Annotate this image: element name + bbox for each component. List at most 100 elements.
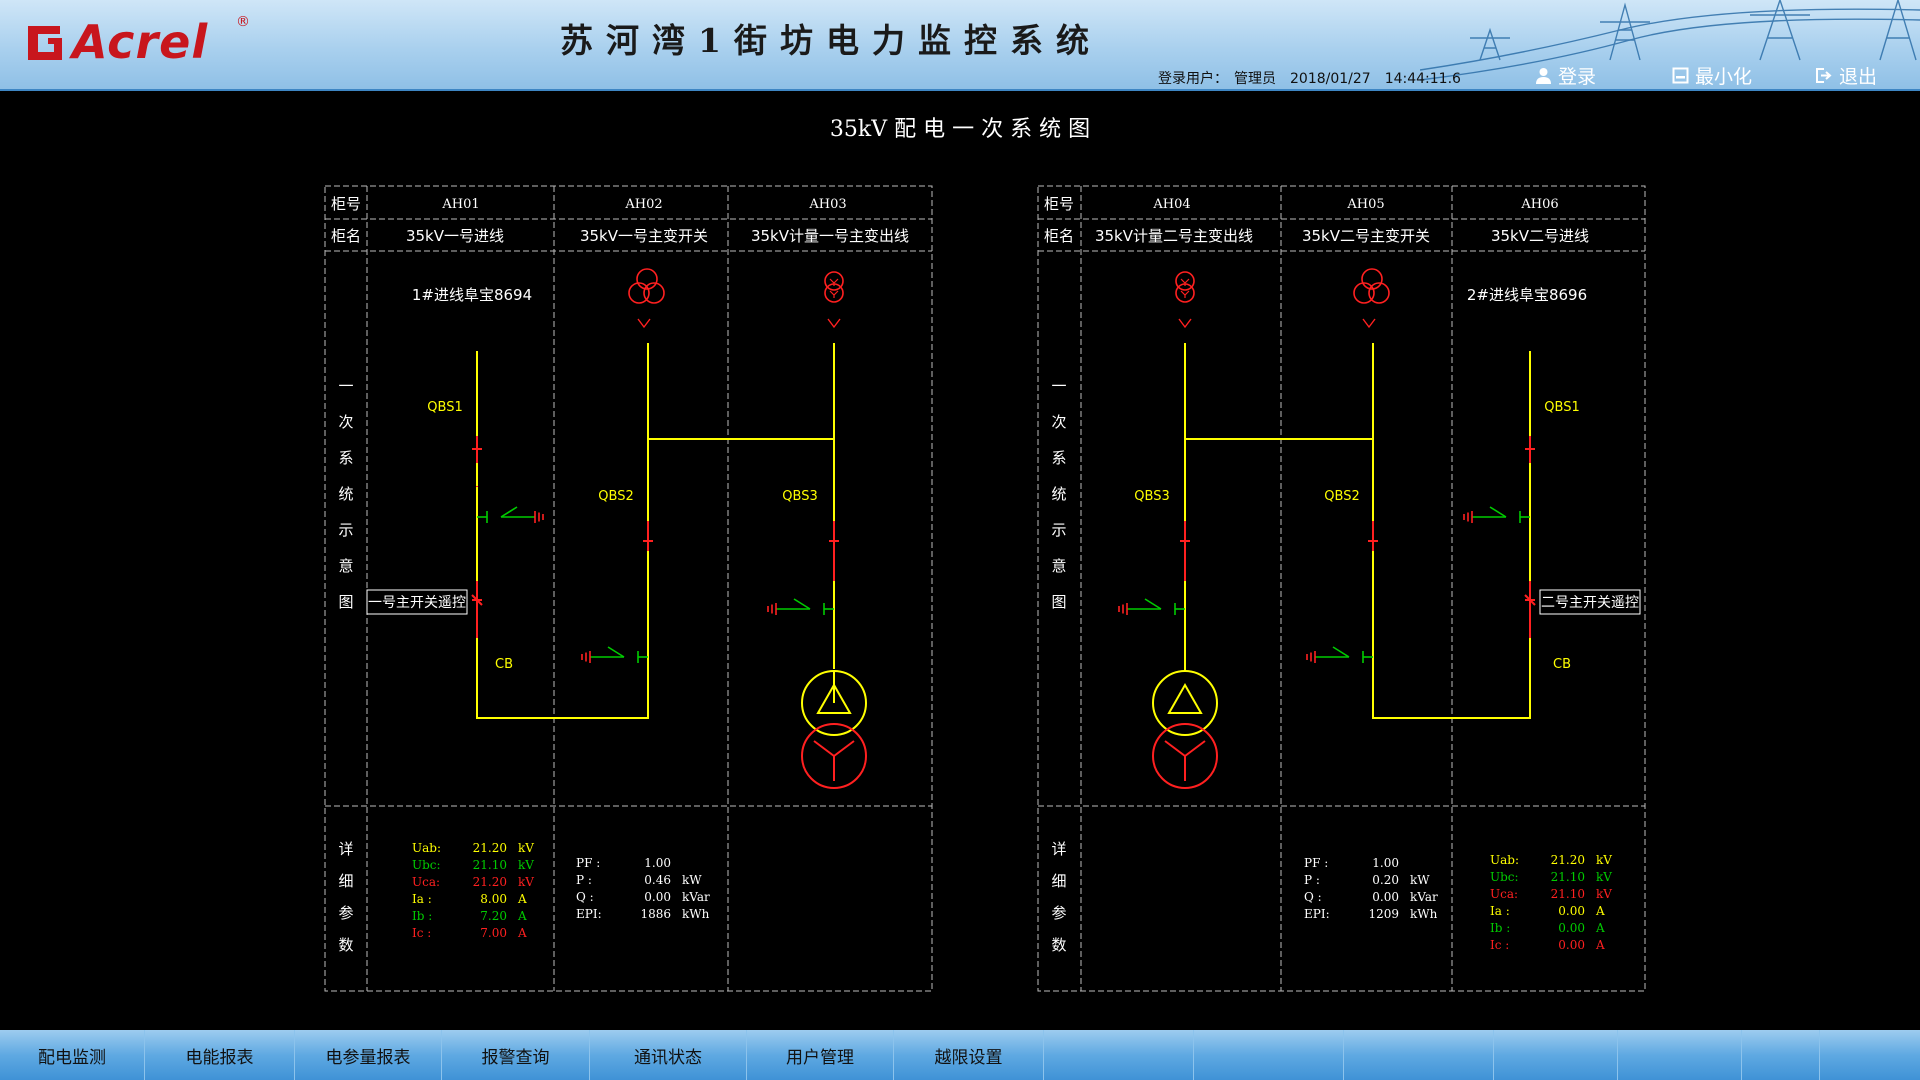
left-param-a-value-4: 7.20	[480, 909, 507, 923]
right-param-b-unit-1: kW	[1410, 873, 1430, 887]
left-param-a-value-1: 21.10	[473, 858, 507, 872]
right-param-a-label-2: Uca:	[1490, 887, 1518, 901]
bottom-nav: 配电监测电能报表电参量报表报警查询通讯状态用户管理越限设置	[0, 1030, 1920, 1080]
incoming-line-label-left: 1#进线阜宝8694	[412, 286, 532, 304]
right-param-a-unit-0: kV	[1596, 853, 1612, 867]
right-param-a-unit-2: kV	[1596, 887, 1612, 901]
left-busbar	[476, 343, 835, 719]
left-param-b-label-1: P :	[576, 873, 592, 887]
right-param-a-label-4: Ib :	[1490, 921, 1510, 935]
nav-item-1[interactable]: 配电监测	[0, 1030, 145, 1080]
cabinet-name-ah04: 35kV计量二号主变出线	[1095, 227, 1253, 245]
cabinet-name-ah06: 35kV二号进线	[1491, 227, 1589, 245]
right-param-b-label-3: EPI:	[1304, 907, 1330, 921]
single-line-diagram: 35kV 配 电 一 次 系 统 图 柜号 柜名 一次系统示意图 详细参数 AH…	[324, 117, 1646, 992]
right-pt-ah05	[1353, 268, 1390, 328]
left-param-b-label-3: EPI:	[576, 907, 602, 921]
left-param-b-unit-3: kWh	[682, 907, 710, 921]
right-param-b-label-1: P :	[1304, 873, 1320, 887]
minimize-button[interactable]: 最小化	[1672, 64, 1752, 88]
left-param-a-unit-0: kV	[518, 841, 534, 855]
nav-item-3[interactable]: 电参量报表	[295, 1030, 442, 1080]
remote-control-button-1[interactable]: 一号主开关遥控	[366, 589, 468, 615]
exit-button[interactable]: 退出	[1815, 64, 1878, 88]
left-panel	[324, 185, 933, 992]
left-param-b-label-2: Q :	[576, 890, 594, 904]
cabinet-no-ah05: AH05	[1346, 197, 1384, 212]
nav-item-empty-9	[1194, 1030, 1344, 1080]
right-param-a-value-4: 0.00	[1558, 921, 1585, 935]
minimize-icon	[1672, 67, 1689, 83]
remote-control-label-1: 一号主开关遥控	[368, 595, 466, 611]
right-param-b-unit-2: kVar	[1410, 890, 1438, 904]
right-panel	[1037, 185, 1646, 992]
right-row-label-cabinet-no: 柜号	[1044, 195, 1074, 213]
right-breakers	[1180, 436, 1536, 638]
left-param-a-value-3: 8.00	[480, 892, 507, 906]
left-param-a-label-4: Ib :	[412, 909, 432, 923]
left-param-b-value-3: 1886	[640, 907, 671, 921]
right-main-transformer	[1152, 670, 1218, 789]
left-earth-switch-2	[581, 646, 649, 664]
left-param-a-value-2: 21.20	[473, 875, 507, 889]
cabinet-name-ah05: 35kV二号主变开关	[1302, 227, 1430, 245]
nav-item-empty-8	[1044, 1030, 1194, 1080]
left-param-a-unit-2: kV	[518, 875, 534, 889]
left-param-a-unit-5: A	[517, 926, 527, 940]
left-pt-ah03	[824, 271, 844, 328]
right-pt-ah04	[1175, 271, 1195, 328]
cabinet-no-ah04: AH04	[1152, 197, 1190, 212]
right-row-label-schematic: 一次系统示意图	[1051, 377, 1066, 611]
switch-label-cb-left: CB	[495, 657, 513, 672]
nav-item-7[interactable]: 越限设置	[894, 1030, 1044, 1080]
login-user-label: 登录用户：	[1158, 71, 1228, 87]
left-param-a-unit-1: kV	[518, 858, 534, 872]
system-title: 苏河湾1街坊电力监控系统	[560, 21, 1102, 60]
right-param-a-unit-3: A	[1595, 904, 1605, 918]
nav-item-empty-13	[1742, 1030, 1820, 1080]
left-param-a-value-5: 7.00	[480, 926, 507, 940]
nav-item-6[interactable]: 用户管理	[747, 1030, 894, 1080]
switch-label-qbs3-right: QBS3	[1134, 489, 1169, 504]
nav-item-2[interactable]: 电能报表	[145, 1030, 295, 1080]
right-param-b-label-0: PF :	[1304, 856, 1328, 870]
right-param-b-value-0: 1.00	[1372, 856, 1399, 870]
left-param-b-value-2: 0.00	[644, 890, 671, 904]
left-main-transformer	[801, 670, 867, 789]
tower-graphic	[1420, 0, 1920, 81]
right-param-a-value-5: 0.00	[1558, 938, 1585, 952]
cabinet-no-ah01: AH01	[441, 197, 479, 212]
left-earth-switch-3	[767, 598, 835, 616]
logo-text: Acrel	[72, 15, 209, 69]
nav-item-4[interactable]: 报警查询	[442, 1030, 590, 1080]
left-pt-ah02	[628, 268, 665, 328]
right-earth-switch-1	[1463, 506, 1531, 524]
switch-label-qbs3-left: QBS3	[782, 489, 817, 504]
current-time: 14:44:11.6	[1384, 71, 1461, 87]
switch-label-qbs2-right: QBS2	[1324, 489, 1359, 504]
left-param-a-label-3: Ia :	[412, 892, 432, 906]
right-param-a-label-1: Ubc:	[1490, 870, 1519, 884]
exit-label: 退出	[1839, 65, 1878, 88]
user-icon	[1536, 67, 1551, 84]
right-param-b-unit-3: kWh	[1410, 907, 1438, 921]
current-date: 2018/01/27	[1290, 71, 1371, 87]
left-param-b-unit-1: kW	[682, 873, 702, 887]
cabinet-no-ah03: AH03	[808, 197, 846, 212]
remote-control-label-2: 二号主开关遥控	[1541, 595, 1639, 611]
cabinet-name-ah02: 35kV一号主变开关	[580, 227, 708, 245]
left-param-b-value-1: 0.46	[644, 873, 671, 887]
cabinet-no-ah06: AH06	[1520, 197, 1558, 212]
remote-control-button-2[interactable]: 二号主开关遥控	[1539, 589, 1641, 615]
login-button[interactable]: 登录	[1535, 64, 1596, 88]
switch-label-cb-right: CB	[1553, 657, 1571, 672]
right-earth-switch-3	[1118, 598, 1186, 616]
nav-item-5[interactable]: 通讯状态	[590, 1030, 747, 1080]
nav-item-empty-11	[1494, 1030, 1618, 1080]
left-param-b-label-0: PF :	[576, 856, 600, 870]
switch-label-qbs1-right: QBS1	[1544, 400, 1579, 415]
right-param-b-value-3: 1209	[1368, 907, 1399, 921]
